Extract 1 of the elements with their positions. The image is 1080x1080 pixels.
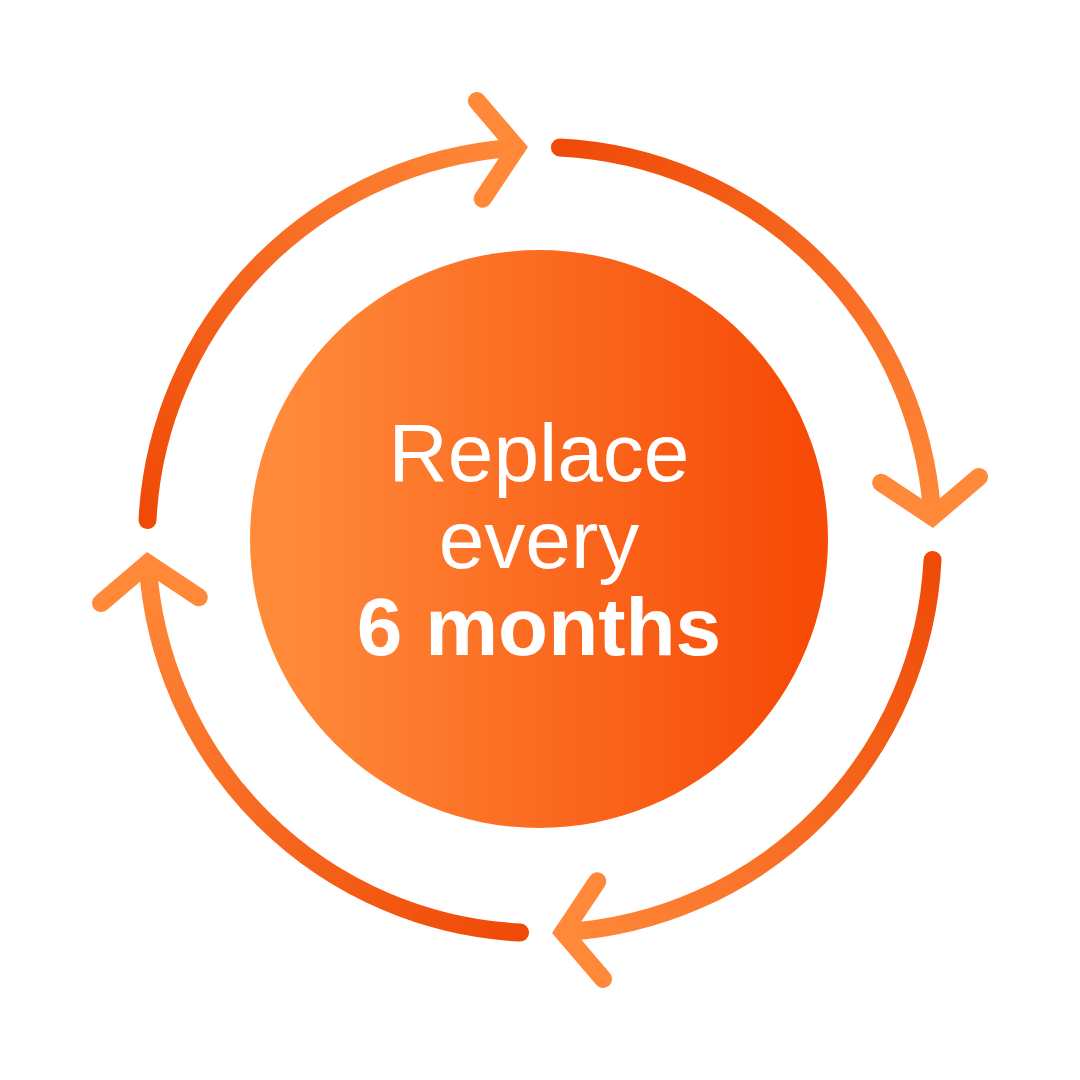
circle-label: Replace every 6 months <box>355 408 723 670</box>
